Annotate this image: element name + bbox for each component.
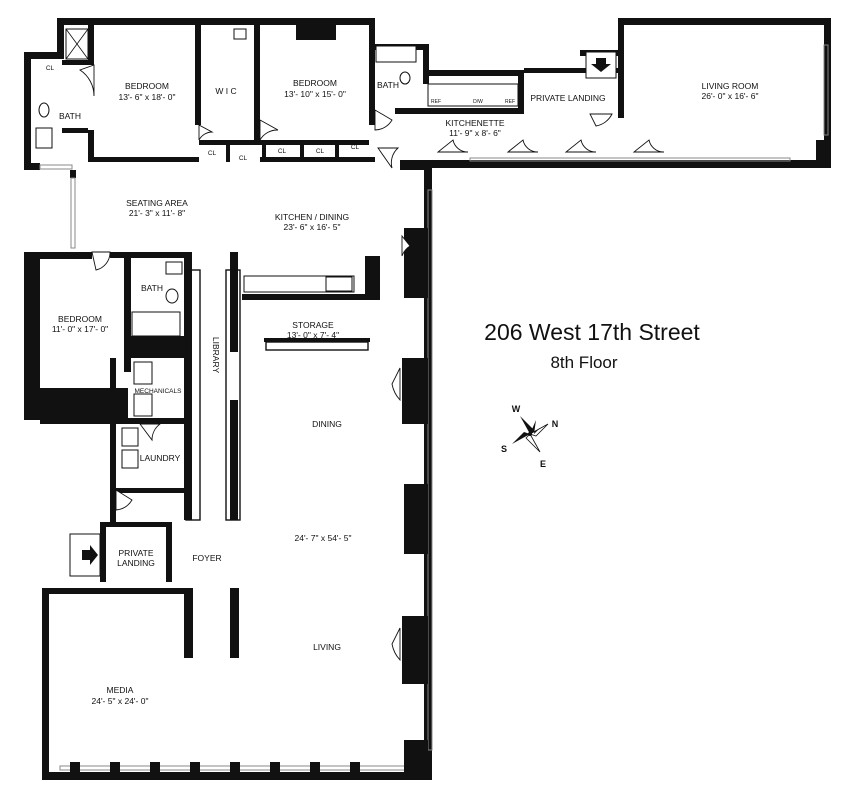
storage-dims: 13'- 0" x 7'- 4" (287, 330, 339, 340)
room-labels: BEDROOM 13'- 6" x 18'- 0" W I C BEDROOM … (52, 78, 759, 706)
bedroom2-label: BEDROOM (293, 78, 337, 88)
library-label: LIBRARY (211, 337, 221, 374)
closet-label: CL (239, 155, 248, 162)
media-dims: 24'- 5" x 24'- 0" (91, 696, 148, 706)
appliance-labels: REF D/W REF (431, 99, 515, 105)
living-label: LIVING (313, 642, 341, 652)
laundry-label: LAUNDRY (140, 453, 181, 463)
private-landing-east-label: PRIVATE LANDING (530, 93, 605, 103)
living-room-dims: 26'- 0" x 16'- 6" (701, 91, 758, 101)
closet-label: CL (350, 157, 359, 164)
bottom-wall-piers (70, 762, 360, 774)
north-wing-walls (24, 18, 831, 170)
compass-s-label: S (501, 444, 507, 454)
bath-w-label: BATH (141, 283, 163, 293)
floor-subtitle: 8th Floor (550, 353, 617, 372)
dishwasher-label: D/W (473, 99, 483, 105)
compass-n-label: N (552, 419, 559, 429)
kitchenette-dims: 11'- 9" x 8'- 6" (449, 128, 501, 138)
bedroom3-dims: 11'- 0" x 17'- 0" (52, 324, 108, 334)
fridge-label: REF (431, 99, 441, 105)
kitchen-dining-label: KITCHEN / DINING (275, 212, 349, 222)
compass-e-label: E (540, 459, 546, 469)
bedroom1-dims: 13'- 6" x 18'- 0" (118, 92, 175, 102)
door-swings (78, 64, 665, 662)
closet-labels: CL CL CL CL CL CL CL (46, 65, 360, 164)
address-title: 206 West 17th Street (484, 319, 700, 345)
mechanicals-label: MECHANICALS (135, 388, 183, 395)
wic-label: W I C (215, 86, 236, 96)
bath-ne-label: BATH (377, 80, 399, 90)
dining-label: DINING (312, 419, 342, 429)
kitchen-dining-dims: 23'- 6" x 16'- 5" (283, 222, 340, 232)
stair-right-arrow-icon (82, 545, 98, 565)
compass-w-label: W (512, 404, 521, 414)
closet-label: CL (208, 150, 217, 157)
compass-rose-icon: W N S E (501, 404, 558, 469)
fridge-label: REF (505, 99, 515, 105)
fixtures (35, 28, 617, 577)
closet-label: CL (316, 148, 325, 155)
private-landing-west-line2: LANDING (117, 558, 155, 568)
bedroom3-label: BEDROOM (58, 314, 102, 324)
storage-label: STORAGE (292, 320, 334, 330)
living-dims: 24'- 7" x 54'- 5" (294, 533, 351, 543)
stair-down-arrow-icon (591, 58, 611, 72)
private-landing-west-line1: PRIVATE (118, 548, 153, 558)
closet-label: CL (46, 65, 55, 72)
bedroom2-dims: 13'- 10" x 15'- 0" (284, 89, 346, 99)
foyer-label: FOYER (192, 553, 221, 563)
kitchenette-label: KITCHENETTE (445, 118, 504, 128)
bath-nw-label: BATH (59, 111, 81, 121)
bedroom1-label: BEDROOM (125, 81, 169, 91)
seating-area-label: SEATING AREA (126, 198, 188, 208)
living-room-label: LIVING ROOM (702, 81, 759, 91)
closet-label: CL (351, 144, 360, 151)
media-label: MEDIA (107, 685, 134, 695)
seating-area-dims: 21'- 3" x 11'- 8" (129, 208, 185, 218)
closet-label: CL (278, 148, 287, 155)
main-body-walls (24, 160, 433, 780)
